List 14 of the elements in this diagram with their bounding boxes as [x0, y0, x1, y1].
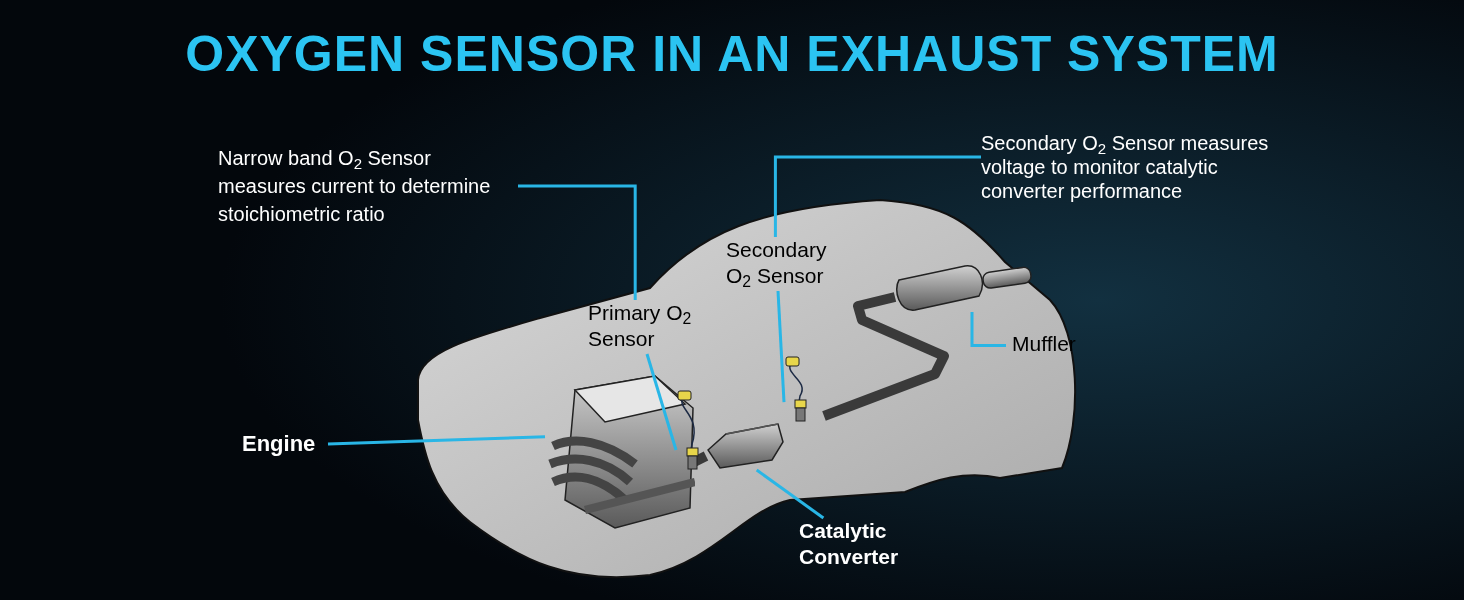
part-label: Primary O$_{2}$ Sensor [588, 300, 706, 354]
description-text: Secondary O$_{2}$ Sensor measures voltage to monitor catalytic converter performance [981, 131, 1301, 205]
leader-line [327, 435, 546, 446]
muffler-drawing [895, 262, 1035, 312]
part-label: Secondary O$_{2}$ Sensor [726, 237, 856, 291]
description-text: Narrow band O$_{2}$ Sensor measures current to determine stoichiometric ratio [218, 144, 518, 228]
part-label: Catalytic Converter [799, 518, 921, 572]
leader-line [755, 468, 825, 520]
leader-line [645, 353, 678, 451]
part-label: Engine [242, 430, 328, 458]
leader-line [970, 312, 1006, 347]
catalytic-converter-drawing [706, 420, 784, 470]
leader-line [776, 290, 786, 403]
title: OXYGEN SENSOR IN AN EXHAUST SYSTEM [184, 25, 1280, 84]
